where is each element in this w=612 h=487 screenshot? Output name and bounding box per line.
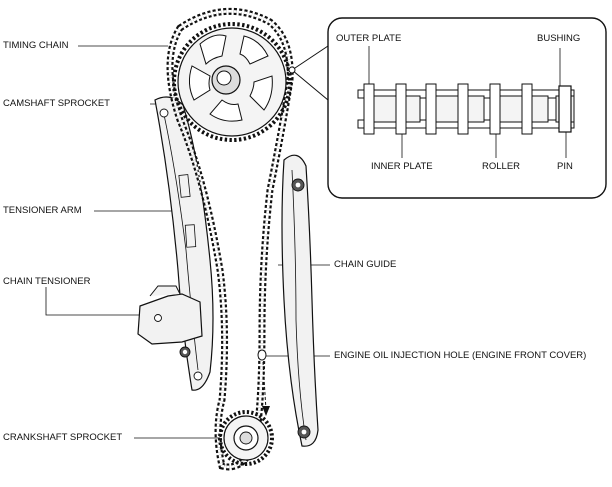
label-tensioner-arm: TENSIONER ARM <box>3 205 82 216</box>
crankshaft-sprocket <box>218 410 274 466</box>
camshaft-sprocket <box>172 22 292 142</box>
chain-guide <box>281 154 319 447</box>
oil-injection-hole <box>257 349 270 416</box>
chain-tensioner <box>137 285 203 358</box>
label-bushing: BUSHING <box>537 33 581 44</box>
label-timing-chain: TIMING CHAIN <box>3 40 69 51</box>
label-outer-plate: OUTER PLATE <box>336 33 402 44</box>
chain-detail <box>357 83 575 135</box>
label-inner-plate: INNER PLATE <box>371 161 433 172</box>
detail-leaders <box>368 46 567 158</box>
label-camshaft-sprocket: CAMSHAFT SPROCKET <box>3 98 110 109</box>
label-roller: ROLLER <box>482 161 521 172</box>
tensioner-arm <box>154 96 214 391</box>
label-pin: PIN <box>557 161 573 172</box>
detail-callout <box>288 17 607 199</box>
label-crankshaft-sprocket: CRANKSHAFT SPROCKET <box>3 432 123 443</box>
label-chain-tensioner: CHAIN TENSIONER <box>3 276 91 287</box>
label-oil-injection-hole: ENGINE OIL INJECTION HOLE (ENGINE FRONT … <box>334 350 587 361</box>
label-chain-guide: CHAIN GUIDE <box>334 259 397 270</box>
